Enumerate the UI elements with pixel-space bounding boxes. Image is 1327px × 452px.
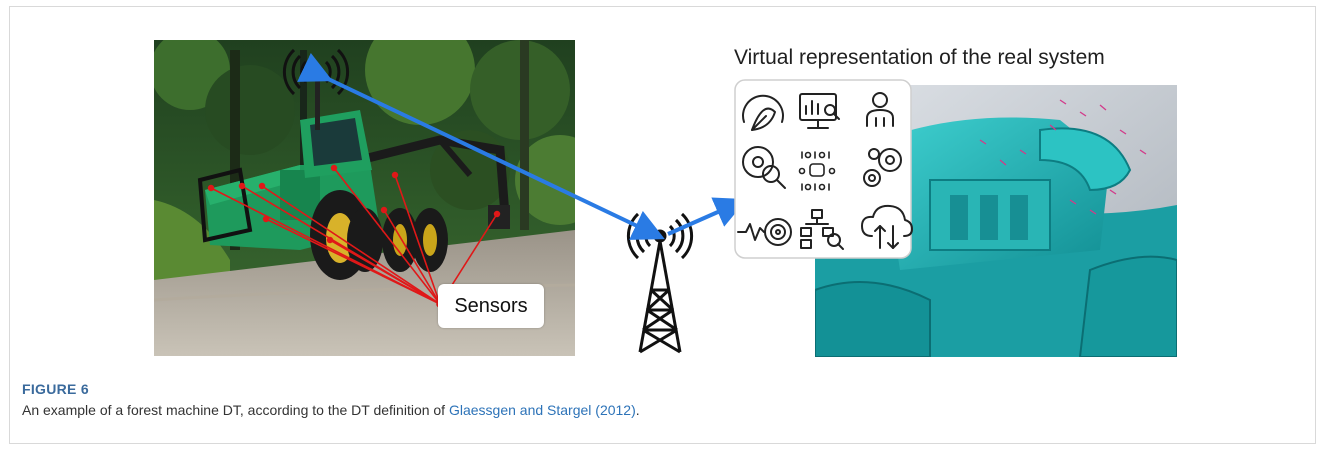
binary-data-icon	[798, 151, 836, 191]
gears-icon	[863, 148, 902, 187]
user-icon	[866, 92, 894, 127]
sensor-leader-lines	[210, 167, 498, 305]
signal-target-icon	[737, 218, 792, 246]
caption-text-before: An example of a forest machine DT, accor…	[22, 402, 449, 418]
data-link-arrows	[297, 52, 747, 240]
virtual-representation-heading: Virtual representation of the real syste…	[734, 46, 1105, 69]
figure-number: FIGURE 6	[22, 381, 89, 397]
twin-capabilities-panel	[734, 79, 913, 259]
sensors-label: Sensors	[438, 284, 544, 328]
caption-text-after: .	[635, 402, 640, 418]
cell-tower-icon	[626, 212, 694, 354]
figure-caption: An example of a forest machine DT, accor…	[22, 402, 640, 418]
cloud-sync-icon	[861, 204, 913, 249]
hierarchy-search-icon	[800, 209, 844, 250]
gear-search-icon	[742, 146, 786, 189]
citation-link[interactable]: Glaessgen and Stargel (2012)	[448, 402, 636, 418]
speedometer-leaf-icon	[742, 94, 784, 131]
monitor-analytics-icon	[799, 93, 840, 129]
